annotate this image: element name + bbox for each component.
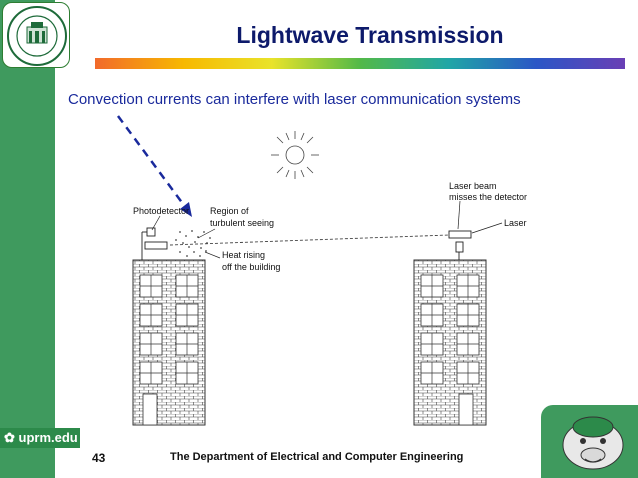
photodetector-device <box>141 227 168 260</box>
slide-title: Lightwave Transmission <box>236 22 504 48</box>
seal-graphic <box>7 6 67 66</box>
laser-device <box>448 230 472 260</box>
left-sidebar <box>0 0 55 478</box>
pointer-arrowhead <box>180 202 192 217</box>
heat-label-line2: off the building <box>222 262 280 272</box>
laser-label: Laser <box>504 218 527 228</box>
heat-leader <box>204 251 221 259</box>
heat-label-line1: Heat rising <box>222 250 265 260</box>
laser-leader <box>471 222 503 234</box>
beam-label-line2: misses the detector <box>449 192 527 202</box>
photodetector-leader <box>151 215 161 231</box>
sun-icon <box>271 131 319 179</box>
turbulence-region <box>175 230 211 257</box>
bulldog-graphic <box>562 416 624 470</box>
pointer-arrow <box>116 115 188 209</box>
laser-beam <box>169 234 450 246</box>
rainbow-divider <box>95 58 625 69</box>
beam-label-line1: Laser beam <box>449 181 497 191</box>
bulldog-mascot-logo <box>541 405 638 478</box>
uprm-label: uprm.edu <box>18 430 78 445</box>
region-label-line2: turbulent seeing <box>210 218 274 228</box>
left-building <box>132 259 206 426</box>
uprm-link[interactable]: ✿ uprm.edu <box>0 428 80 448</box>
slide-subtitle: Convection currents can interfere with l… <box>68 91 521 108</box>
gear-icon: ✿ <box>4 430 19 445</box>
footer-department: The Department of Electrical and Compute… <box>170 451 464 463</box>
right-building <box>413 259 487 426</box>
region-leader <box>197 228 216 239</box>
beam-leader <box>457 200 461 230</box>
slide-number: 43 <box>92 451 106 465</box>
region-label-line1: Region of <box>210 206 249 216</box>
university-seal-logo <box>2 2 70 68</box>
photodetector-label: Photodetector <box>133 206 189 216</box>
